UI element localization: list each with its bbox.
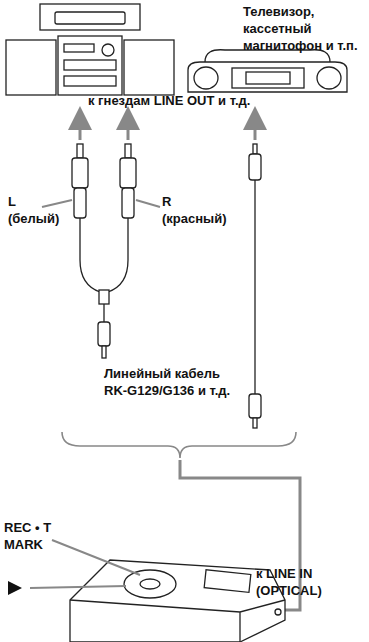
leader-lines [42,200,160,207]
jack-label: к LINE IN (OPTICAL) [256,566,356,600]
jack-label: к гнездам LINE OUT и т.д. [88,93,288,110]
stereo-system [6,4,174,95]
leader-lines [30,540,140,588]
device-label: Телевизор, кассетный магнитофон и т.п. [243,4,365,55]
play-symbol [8,581,22,595]
bracket [62,432,296,458]
md-player [70,560,285,642]
signal-arrows [80,118,255,140]
cable-label: Линейный кабель RK-G129/G136 и т.д. [104,366,246,400]
boombox [188,50,347,92]
rca-cable [72,144,136,358]
mini-plug-cable [249,144,261,428]
channel-label: R (красный) [162,194,236,228]
channel-label: L (белый) [8,194,66,228]
button-label: REC • T MARK [4,520,62,554]
